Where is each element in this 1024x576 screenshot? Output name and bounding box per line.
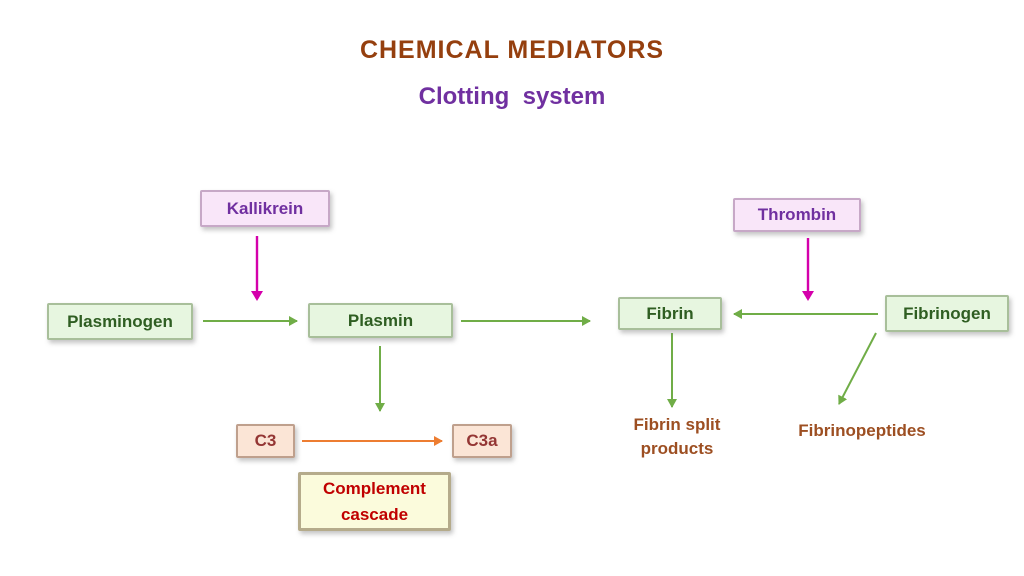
page-subtitle: Clotting system: [418, 83, 606, 110]
page-title: CHEMICAL MEDIATORS: [359, 36, 665, 64]
label-fibrinopeptides: Fibrinopeptides: [798, 421, 926, 440]
node-thrombin: Thrombin: [733, 198, 861, 232]
node-fibrin: Fibrin: [618, 297, 722, 330]
node-plasmin: Plasmin: [308, 303, 453, 338]
node-c3a: C3a: [452, 424, 512, 458]
node-fibrinogen: Fibrinogen: [885, 295, 1009, 332]
node-complement-cascade: Complement cascade: [298, 472, 451, 531]
arrow-fibrinogen-to-fibrinopeptides: [838, 332, 877, 405]
node-c3: C3: [236, 424, 295, 458]
label-fibrin-split-products: Fibrin split products: [633, 415, 721, 458]
node-kallikrein: Kallikrein: [200, 190, 330, 227]
node-plasminogen: Plasminogen: [47, 303, 193, 340]
